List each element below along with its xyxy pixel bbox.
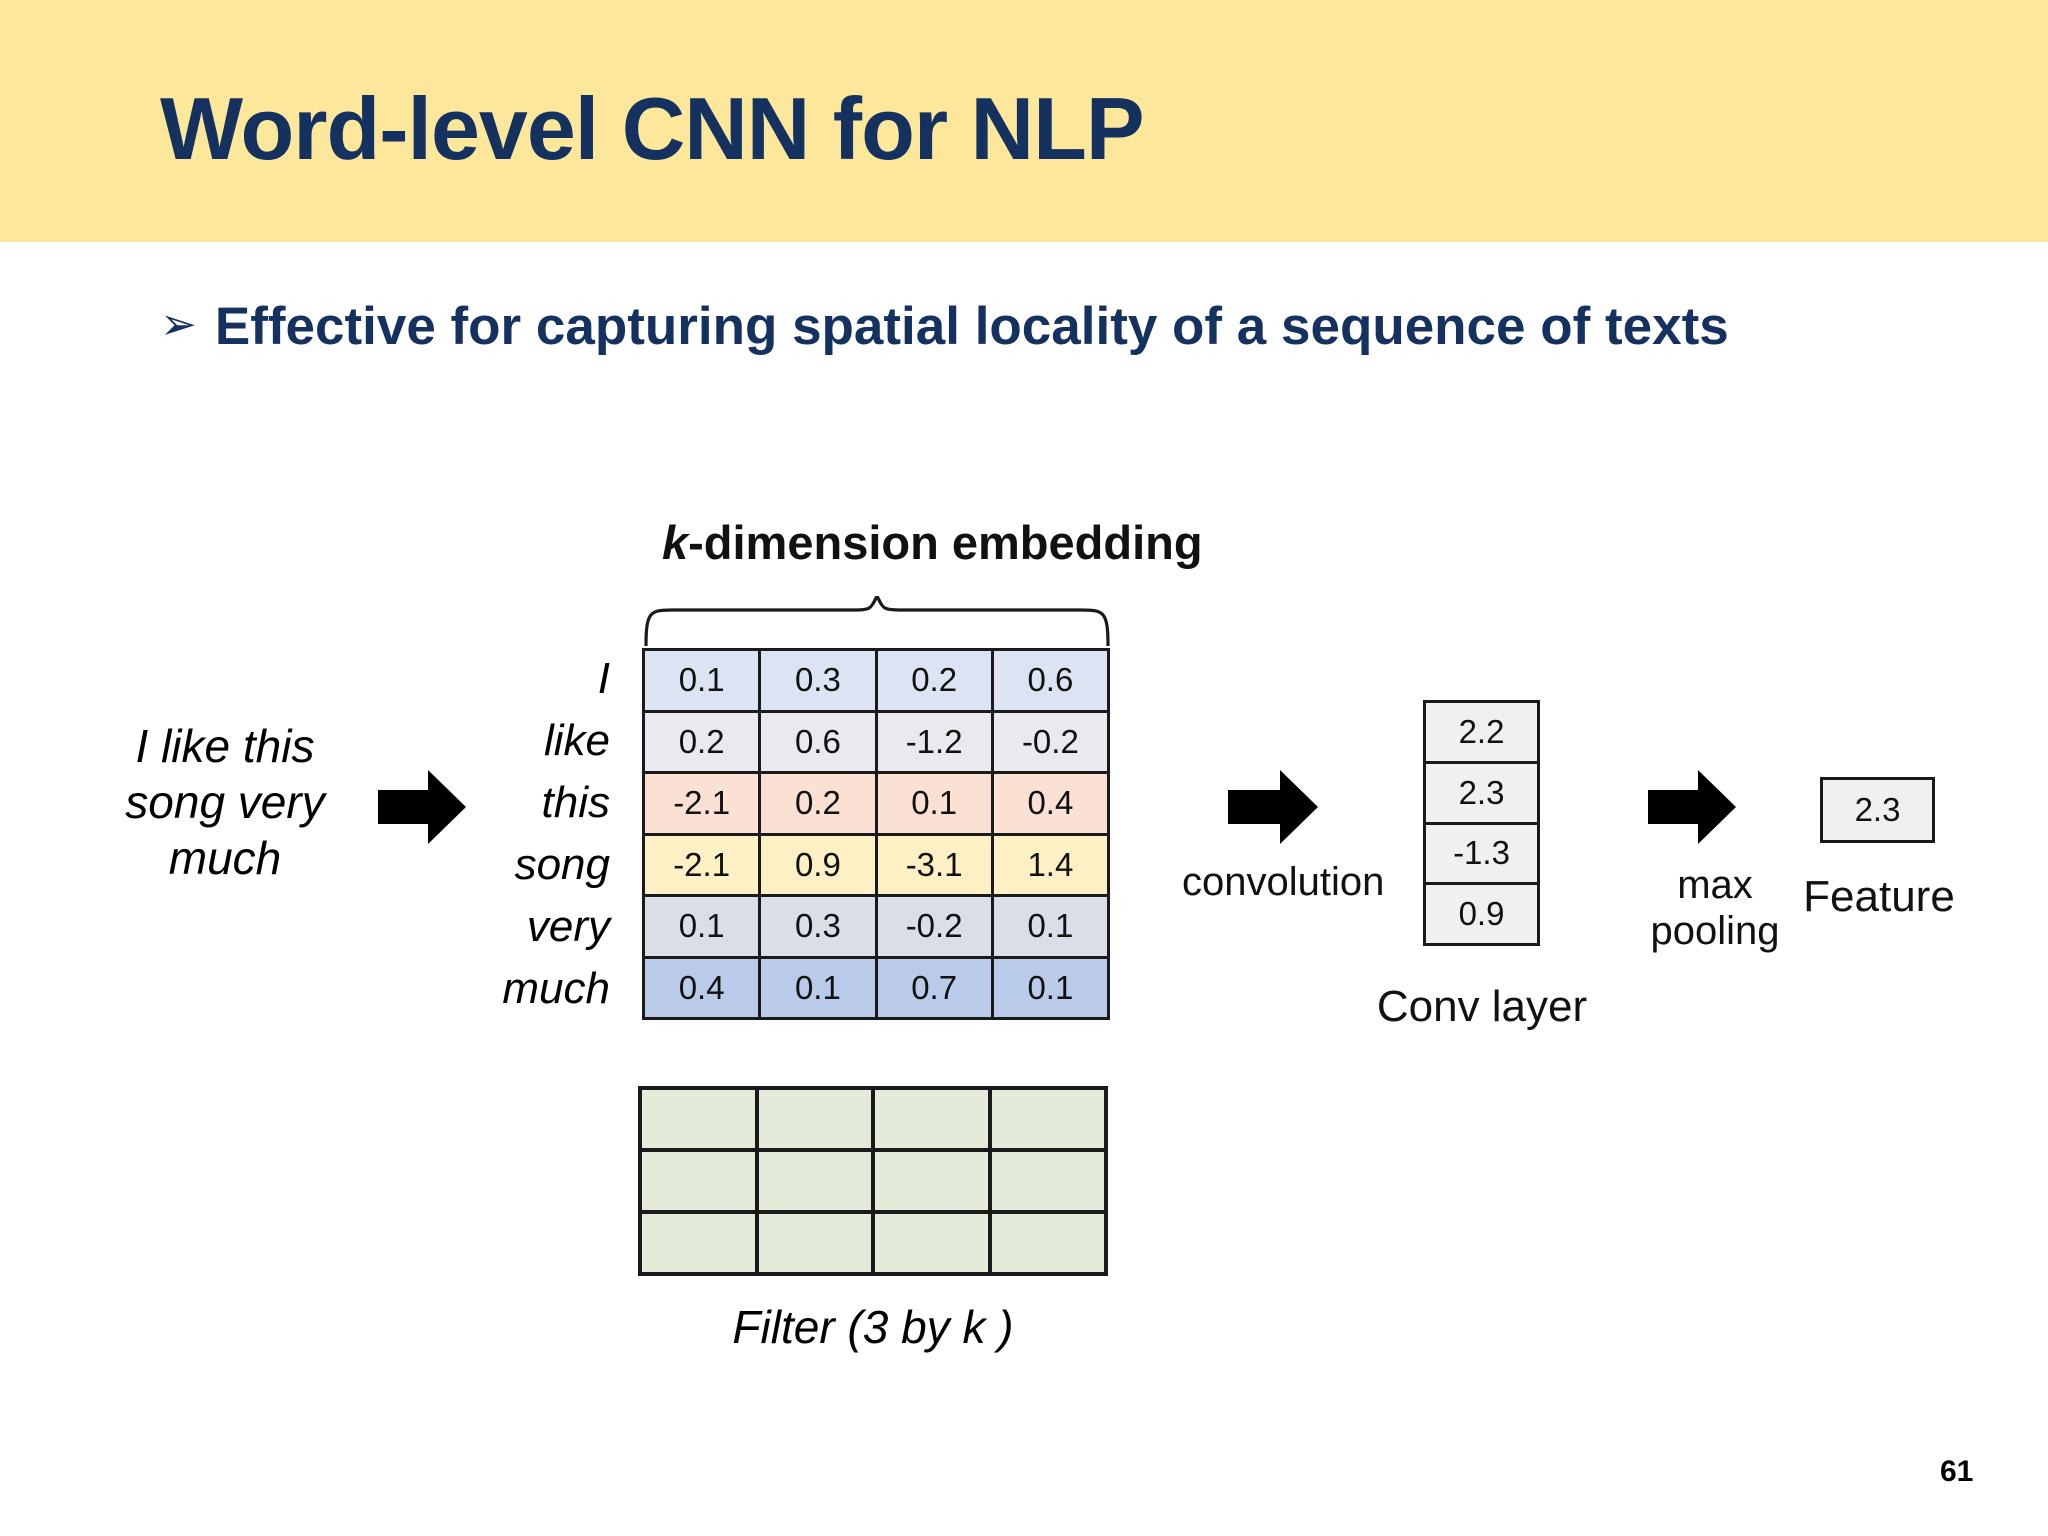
matrix-cell: 0.6 bbox=[990, 651, 1107, 710]
max-pooling-label-line1: max bbox=[1677, 863, 1753, 907]
matrix-cell: -0.2 bbox=[990, 712, 1107, 771]
table-row: 0.1 0.3 -0.2 0.1 bbox=[645, 894, 1107, 956]
conv-layer-caption: Conv layer bbox=[1376, 982, 1588, 1031]
max-pooling-label: max pooling bbox=[1620, 862, 1810, 955]
page-number: 61 bbox=[1940, 1455, 1974, 1488]
filter-row bbox=[642, 1148, 1104, 1210]
filter-grid bbox=[638, 1086, 1108, 1276]
conv-cell: 0.9 bbox=[1426, 882, 1537, 943]
filter-cell bbox=[871, 1090, 988, 1148]
source-sentence-text: I like this song very much bbox=[125, 720, 325, 885]
matrix-cell: 0.2 bbox=[645, 712, 759, 771]
filter-cell bbox=[754, 1214, 871, 1272]
embedding-matrix: 0.1 0.3 0.2 0.6 0.2 0.6 -1.2 -0.2 -2.1 0… bbox=[642, 648, 1110, 1020]
word-label: I bbox=[597, 654, 610, 703]
filter-row bbox=[642, 1090, 1104, 1148]
matrix-cell: -1.2 bbox=[874, 712, 991, 771]
kdim-label-rest: -dimension embedding bbox=[688, 516, 1203, 569]
matrix-cell: 0.4 bbox=[645, 958, 759, 1017]
max-pooling-label-line2: pooling bbox=[1650, 909, 1780, 954]
filter-cell bbox=[754, 1090, 871, 1148]
feature-box: 2.3 bbox=[1820, 777, 1935, 843]
matrix-cell: 0.1 bbox=[990, 958, 1107, 1017]
matrix-cell: 0.9 bbox=[758, 835, 875, 894]
matrix-cell: -2.1 bbox=[645, 835, 759, 894]
matrix-cell: 0.3 bbox=[758, 897, 875, 956]
matrix-cell: 1.4 bbox=[990, 835, 1107, 894]
matrix-cell: 0.7 bbox=[874, 958, 991, 1017]
bullet-row: ➢ Effective for capturing spatial locali… bbox=[160, 296, 1729, 357]
filter-cell bbox=[987, 1090, 1104, 1148]
matrix-cell: 0.4 bbox=[990, 774, 1107, 833]
filter-cell bbox=[987, 1152, 1104, 1210]
feature-caption: Feature bbox=[1803, 872, 1955, 921]
matrix-cell: 0.2 bbox=[874, 651, 991, 710]
word-label: song bbox=[514, 840, 610, 889]
conv-layer-column: 2.2 2.3 -1.3 0.9 bbox=[1423, 700, 1540, 946]
filter-cell bbox=[642, 1214, 755, 1272]
conv-cell: 2.3 bbox=[1426, 760, 1537, 822]
page-title: Word-level CNN for NLP bbox=[160, 79, 1145, 178]
word-label: very bbox=[526, 902, 610, 951]
matrix-cell: 0.1 bbox=[874, 774, 991, 833]
bullet-text: Effective for capturing spatial locality… bbox=[214, 297, 1729, 356]
filter-cell bbox=[754, 1152, 871, 1210]
filter-cell bbox=[642, 1090, 755, 1148]
table-row: -2.1 0.9 -3.1 1.4 bbox=[645, 832, 1107, 894]
kdim-brace-icon bbox=[644, 596, 1110, 646]
conv-cell: 2.2 bbox=[1426, 703, 1537, 761]
bullet-arrow-icon: ➢ bbox=[160, 299, 197, 349]
filter-cell bbox=[871, 1152, 988, 1210]
filter-cell bbox=[642, 1152, 755, 1210]
right-block-arrow-icon-3 bbox=[1648, 770, 1736, 844]
matrix-cell: -0.2 bbox=[874, 897, 991, 956]
kdim-k-symbol: k bbox=[662, 516, 689, 569]
matrix-cell: 0.1 bbox=[645, 651, 759, 710]
table-row: 0.2 0.6 -1.2 -0.2 bbox=[645, 709, 1107, 771]
word-label: much bbox=[502, 964, 610, 1013]
matrix-cell: -3.1 bbox=[874, 835, 991, 894]
filter-cell bbox=[871, 1214, 988, 1272]
table-row: -2.1 0.2 0.1 0.4 bbox=[645, 771, 1107, 833]
word-label: this bbox=[541, 778, 610, 827]
table-row: 0.1 0.3 0.2 0.6 bbox=[645, 651, 1107, 710]
kdim-embedding-label: k-dimension embedding bbox=[662, 515, 1203, 570]
matrix-cell: 0.2 bbox=[758, 774, 875, 833]
table-row: 0.4 0.1 0.7 0.1 bbox=[645, 955, 1107, 1017]
matrix-cell: -2.1 bbox=[645, 774, 759, 833]
filter-row bbox=[642, 1210, 1104, 1272]
word-label-column: I like this song very much bbox=[470, 648, 626, 1020]
filter-cell bbox=[987, 1214, 1104, 1272]
title-banner: Word-level CNN for NLP bbox=[0, 0, 2048, 242]
right-block-arrow-icon-2 bbox=[1228, 770, 1318, 844]
matrix-cell: 0.3 bbox=[758, 651, 875, 710]
right-block-arrow-icon-1 bbox=[378, 770, 466, 844]
matrix-cell: 0.6 bbox=[758, 712, 875, 771]
conv-cell: -1.3 bbox=[1426, 821, 1537, 883]
filter-caption: Filter (3 by k ) bbox=[732, 1301, 1014, 1353]
word-label: like bbox=[543, 716, 610, 765]
matrix-cell: 0.1 bbox=[990, 897, 1107, 956]
matrix-cell: 0.1 bbox=[758, 958, 875, 1017]
matrix-cell: 0.1 bbox=[645, 897, 759, 956]
convolution-label: convolution bbox=[1182, 860, 1385, 904]
